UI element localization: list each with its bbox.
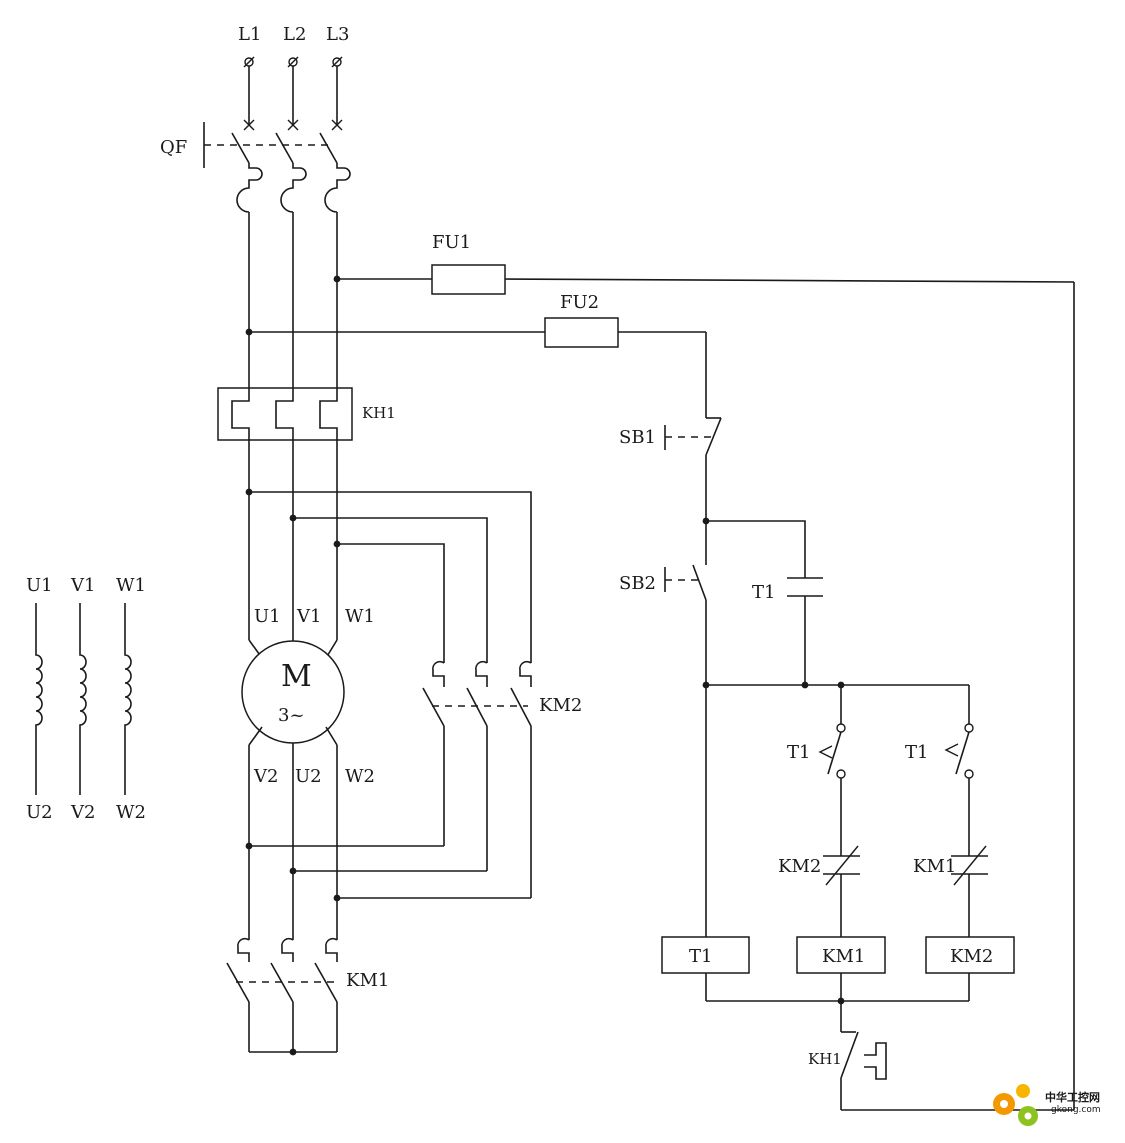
label-km1-nc: KM1 (913, 856, 956, 877)
branch-km1: T1 KM2 KM1 (778, 685, 886, 1001)
label-sb1: SB1 (619, 427, 656, 448)
coil-km2 (925, 936, 1015, 974)
motor-u1: U1 (254, 606, 281, 627)
label-km1-main: KM1 (346, 970, 389, 991)
winding-v2: V2 (70, 802, 95, 823)
label-fu2: FU2 (560, 292, 599, 313)
coil-t1 (661, 936, 750, 974)
label-coil-t1: T1 (689, 946, 712, 967)
winding-diagram: U1 V1 W1 U2 V2 W2 (26, 575, 146, 823)
watermark-brand: 中华工控网 (1045, 1090, 1100, 1104)
control-circuit: SB1 SB2 T1 (619, 417, 1074, 1111)
label-t1-nc-2: T1 (905, 742, 928, 763)
label-kh1: KH1 (362, 404, 396, 422)
motor-w2: W2 (345, 766, 375, 787)
km1-star-contacts: KM1 (226, 937, 389, 1056)
label-l2: L2 (283, 24, 306, 45)
motor-w1: W1 (345, 606, 375, 627)
label-sb2: SB2 (619, 573, 656, 594)
motor: M 3~ U1 V1 W1 V2 U2 W2 (241, 606, 375, 940)
coil-km1 (796, 936, 886, 974)
km2-main-contacts: KM2 (245, 660, 582, 902)
supply-terminals: L1 L2 L3 (238, 24, 349, 68)
label-l3: L3 (326, 24, 349, 45)
label-km2-main: KM2 (539, 695, 582, 716)
winding-w2: W2 (116, 802, 146, 823)
fuse-fu1 (431, 264, 506, 295)
label-t1-nc-1: T1 (787, 742, 810, 763)
label-fu1: FU1 (432, 232, 471, 253)
timer-t1-no-contact: T1 (706, 520, 823, 685)
km2-feed (245, 488, 532, 663)
label-km2-nc: KM2 (778, 856, 821, 877)
breaker-qf: QF (160, 66, 351, 213)
winding-u2: U2 (26, 802, 53, 823)
overload-kh1-contact: KH1 (808, 1001, 1074, 1111)
fuse-fu2 (544, 317, 619, 348)
button-sb1: SB1 (619, 417, 722, 521)
motor-u2: U2 (295, 766, 322, 787)
control-feed: FU1 FU2 (245, 232, 1075, 1110)
label-l1: L1 (238, 24, 261, 45)
watermark: 中华工控网 gkong.com (993, 1084, 1101, 1126)
label-kh1-contact: KH1 (808, 1050, 842, 1068)
branch-km2: T1 KM1 KM2 (905, 685, 1015, 1001)
label-qf: QF (160, 137, 187, 158)
label-t1-no: T1 (752, 582, 775, 603)
watermark-site: gkong.com (1051, 1105, 1101, 1115)
button-sb2: SB2 (619, 521, 707, 685)
label-coil-km1: KM1 (822, 946, 865, 967)
motor-v2: V2 (253, 766, 278, 787)
winding-w1: W1 (116, 575, 146, 596)
motor-m: M (281, 659, 312, 694)
motor-phase: 3~ (278, 705, 305, 726)
label-coil-km2: KM2 (950, 946, 993, 967)
winding-u1: U1 (26, 575, 53, 596)
overload-kh1: KH1 (217, 387, 396, 441)
motor-v1: V1 (296, 606, 321, 627)
winding-v1: V1 (70, 575, 95, 596)
gear-logo-icon (993, 1084, 1038, 1126)
